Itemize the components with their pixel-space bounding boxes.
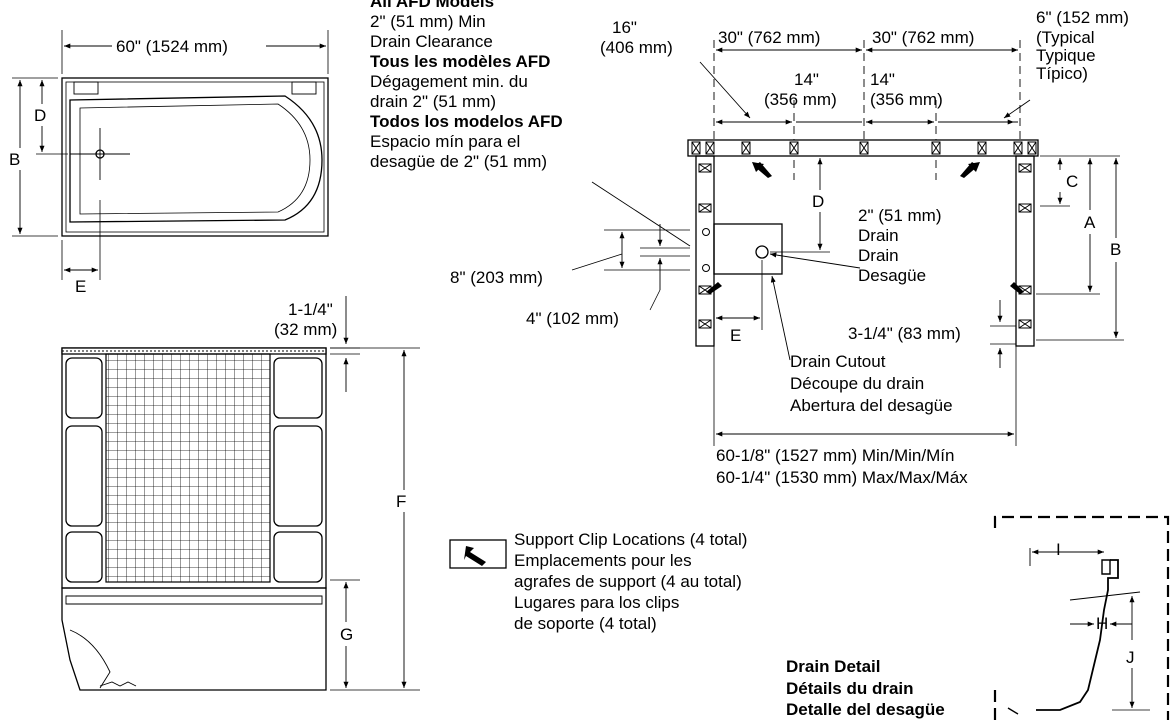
drain-line4: Desagüe xyxy=(858,266,927,285)
legend-line4: Lugares para los clips xyxy=(514,593,680,612)
min-width: 60-1/8" (1527 mm) Min/Min/Mín xyxy=(716,446,955,465)
cutout-line1: Drain Cutout xyxy=(790,352,886,371)
front-letter-g: G xyxy=(340,625,354,644)
detail-letter-i: I xyxy=(1056,540,1061,559)
dim-14a-line2: (356 mm) xyxy=(764,90,837,109)
detail-title2: Détails du drain xyxy=(786,679,914,698)
detail-letter-j: J xyxy=(1126,648,1135,667)
frame-letter-e: E xyxy=(730,326,742,345)
detail-title3: Detalle del desagüe xyxy=(786,700,945,719)
note-line1: All AFD Models xyxy=(370,0,495,11)
detail-title1: Drain Detail xyxy=(786,657,881,676)
dim-6-line4: Típico) xyxy=(1036,64,1088,83)
legend-line1: Support Clip Locations (4 total) xyxy=(514,530,748,549)
top-width-label: 60" (1524 mm) xyxy=(116,37,228,56)
front-letter-f: F xyxy=(396,492,407,511)
dim-3-1-4: 3-1/4" (83 mm) xyxy=(848,324,961,343)
frame-letter-a: A xyxy=(1084,213,1096,232)
cutout-line3: Abertura del desagüe xyxy=(790,396,953,415)
max-width: 60-1/4" (1530 mm) Max/Max/Máx xyxy=(716,468,968,487)
legend-line5: de soporte (4 total) xyxy=(514,614,657,633)
drain-line3: Drain xyxy=(858,246,899,265)
drain-line1: 2" (51 mm) xyxy=(858,206,942,225)
drain-line2: Drain xyxy=(858,226,899,245)
note-line9: desagüe de 2" (51 mm) xyxy=(370,152,548,171)
dim-6-line3: Typique xyxy=(1036,46,1096,65)
top-letter-e: E xyxy=(75,277,87,296)
legend-line3: agrafes de support (4 au total) xyxy=(514,572,742,591)
support-clip-legend-icon xyxy=(449,539,507,569)
detail-letter-h: H xyxy=(1096,614,1109,633)
note-line2: 2" (51 mm) Min xyxy=(370,12,486,31)
note-line3: Drain Clearance xyxy=(370,32,493,51)
dim-6-line1: 6" (152 mm) xyxy=(1036,8,1129,27)
framing-plan xyxy=(571,40,1124,446)
note-line7: Todos los modelos AFD xyxy=(370,112,563,131)
note-line5: Dégagement min. du xyxy=(370,72,528,91)
dim-16-line1: 16" xyxy=(612,18,637,37)
dim-14b-line1: 14" xyxy=(870,70,895,89)
dim-30-left: 30" (762 mm) xyxy=(718,28,821,47)
tub-front-view xyxy=(61,296,420,691)
cutout-line2: Découpe du drain xyxy=(790,374,925,393)
dim-30-right: 30" (762 mm) xyxy=(872,28,975,47)
note-line4: Tous les modèles AFD xyxy=(370,52,551,71)
note-line8: Espacio mín para el xyxy=(370,132,521,151)
top-letter-d: D xyxy=(34,106,47,125)
top-letter-b: B xyxy=(9,150,21,169)
tub-top-view xyxy=(12,30,329,280)
note-line6: drain 2" (51 mm) xyxy=(370,92,497,111)
dim-16-line2: (406 mm) xyxy=(600,38,673,57)
frame-letter-d: D xyxy=(812,192,825,211)
support-clip-arrow-icon xyxy=(706,162,1024,294)
dim-14b-line2: (356 mm) xyxy=(870,90,943,109)
legend-line2: Emplacements pour les xyxy=(514,551,692,570)
drain-detail-box xyxy=(993,515,1170,720)
frame-letter-b: B xyxy=(1110,240,1122,259)
dim-14a-line1: 14" xyxy=(794,70,819,89)
front-dim-line1: 1-1/4" xyxy=(288,300,333,319)
dim-4: 4" (102 mm) xyxy=(526,309,619,328)
dim-6-line2: (Typical xyxy=(1036,28,1095,47)
frame-letter-c: C xyxy=(1066,172,1079,191)
dim-8: 8" (203 mm) xyxy=(450,268,543,287)
front-dim-line2: (32 mm) xyxy=(274,320,338,339)
